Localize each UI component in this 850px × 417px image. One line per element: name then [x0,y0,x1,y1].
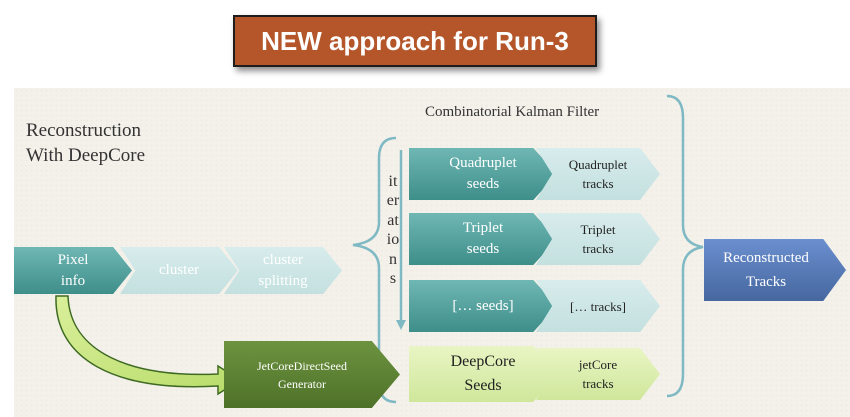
quadruplet-tracks-line-1: Quadruplet [568,157,628,172]
other-seeds-chevron: [… seeds] [409,280,557,332]
triplet-tracks-line-2: tracks [582,241,614,256]
diagram-heading: Reconstruction With DeepCore [26,118,145,168]
triplet-tracks-line-1: Triplet [580,222,616,237]
triplet-seeds-line-1: Triplet [462,220,504,236]
cluster-splitting-line-1: cluster [263,251,303,268]
pixel-info-chevron: Pixel info [14,247,132,294]
quadruplet-seeds-chevron: Quadruplet seeds [409,148,557,200]
triplet-seeds-line-2: seeds [466,241,500,257]
reconstructed-tracks-line-2: Tracks [745,274,787,290]
title-banner: NEW approach for Run-3 [233,15,597,67]
triplet-tracks-chevron: Triplet tracks [536,213,660,265]
other-tracks-chevron: [… tracks] [536,280,660,332]
generator-line-1: JetCoreDirectSeed [257,358,347,373]
triplet-seeds-chevron: Triplet seeds [409,213,557,265]
quadruplet-tracks-line-2: tracks [582,176,614,191]
iterations-arrow-head [396,320,406,330]
jetcore-tracks-chevron: jetCore tracks [536,348,660,400]
deepcore-seeds-chevron: DeepCore Seeds [409,346,557,402]
iterations-label: iterations [386,172,400,288]
curved-green-arrow [55,295,242,396]
jetcore-tracks-line-2: tracks [582,376,614,391]
cluster-chevron: cluster [120,247,238,294]
other-tracks-label: [… tracks] [570,298,626,314]
ckf-right-brace [666,94,704,398]
cluster-label: cluster [159,262,199,278]
iterations-text: iterations [386,173,400,288]
heading-line-2: With DeepCore [26,145,146,166]
reconstructed-tracks-chevron: Reconstructed Tracks [704,239,846,301]
cluster-splitting-line-2: splitting [258,272,308,289]
ckf-label: Combinatorial Kalman Filter [425,104,600,120]
quadruplet-seeds-line-2: seeds [466,176,500,192]
quadruplet-tracks-chevron: Quadruplet tracks [536,148,660,200]
pixel-info-line-2: info [60,272,86,289]
title-text: NEW approach for Run-3 [261,25,569,56]
generator-chevron: JetCoreDirectSeed Generator [224,341,400,408]
quadruplet-seeds-line-1: Quadruplet [449,155,517,171]
deepcore-seeds-line-2: Seeds [464,377,502,394]
deepcore-seeds-line-1: DeepCore [450,353,516,370]
generator-line-2: Generator [278,376,326,391]
pixel-info-line-1: Pixel [57,251,89,268]
heading-line-1: Reconstruction [26,120,142,141]
reconstructed-tracks-line-1: Reconstructed [723,250,809,266]
other-seeds-label: [… seeds] [452,297,514,314]
jetcore-tracks-line-1: jetCore [578,357,618,372]
cluster-splitting-chevron: cluster splitting [224,247,342,294]
